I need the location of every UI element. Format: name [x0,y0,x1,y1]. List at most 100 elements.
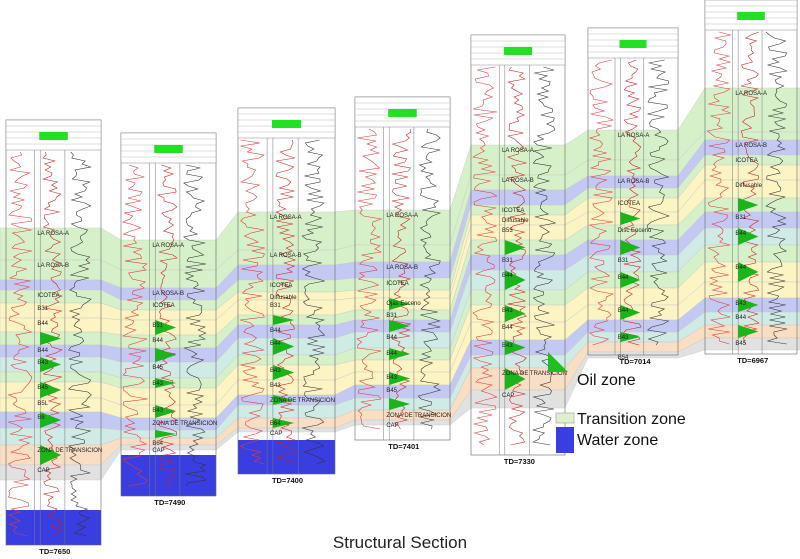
well-column: LA ROSA-ALA ROSA-BICOTEADiffusableB31B44… [237,107,336,485]
oil-sand-fill [155,320,177,335]
formation-label: ICOTEA [386,281,408,287]
oil-sand-fill [40,332,62,345]
formation-label: ZONA DE TRANSICION [386,413,451,419]
oil-sand-fill [504,305,526,322]
log-trace [121,164,148,487]
formation-label: B31 [618,258,629,264]
oil-sand-fill [155,378,177,388]
oil-sand-fill [40,382,62,398]
oil-sand-fill [40,445,62,465]
well-logs: LA ROSA-ALA ROSA-BICOTEAB31B44B44B43B45B… [5,0,798,556]
formation-label: B31 [37,306,48,312]
formation-label: LA ROSA-B [37,263,69,269]
td-label: TD=7400 [272,476,303,485]
formation-label: B31 [386,313,397,319]
formation-label: B43 [37,360,48,366]
oil-sand-fill [738,198,759,212]
water-zone-block [121,455,216,496]
well-column: LA ROSA-ALA ROSA-BICOTEADiffusableB31B44… [704,0,798,365]
formation-label: ICOTEA [270,283,292,289]
oil-sand-fill [504,270,526,290]
td-label: TD=7650 [39,547,70,556]
oil-sand-fill [389,298,411,310]
formation-label: LA ROSA-A [618,133,650,139]
oil-sand-fill [389,348,411,360]
oil-sand-fill [504,340,526,355]
td-label: TD=6967 [737,356,768,365]
formation-label: B31 [270,303,281,309]
formation-label: Disc Eoceno [618,228,652,234]
formation-label: ICOTEA [735,158,757,164]
formation-label: CAP [270,431,282,437]
oil-sand-fill [40,357,62,372]
formation-label: B44 [502,273,513,279]
formation-label: ZONA DE TRANSICION [152,421,217,427]
header-highlight [503,47,533,55]
formation-label: LA ROSA-A [735,91,767,97]
well-column: LA ROSA-ALA ROSA-BICOTEAB31B44B44B43B45B… [5,119,102,556]
well-column: LA ROSA-ALA ROSA-BICOTEADiffusableB53B31… [470,34,567,466]
oil-sand-fill [738,298,759,312]
log-trace [356,128,383,430]
formation-label: B44 [735,231,746,237]
formation-label: ZONA DE TRANSICION [270,398,335,404]
formation-label: B43 [270,383,281,389]
oil-sand-fill [272,395,295,405]
formation-label: B44 [37,348,48,354]
well-column: LA ROSA-A LA ROSA-B ICOTEA Ojas EocenoB31B4… [354,96,451,451]
log-trace [765,31,788,345]
formation-label: B64 [152,441,163,447]
log-trace [182,164,207,487]
header-highlight [388,109,417,117]
formation-label: LA ROSA-A [152,243,184,249]
td-label: TD=7014 [620,357,652,366]
well-column: LA ROSA-ALA ROSA-BICOTEAB31B44B45B43B43Z… [120,132,217,507]
log-trace [531,66,557,446]
formation-label: ZONA DE TRANSICION [502,371,567,377]
well-frame [704,0,798,355]
formation-label: LA ROSA-B [152,291,184,297]
header-highlight [154,145,183,153]
formation-label: Diffusable [502,218,529,224]
td-label: TD=7401 [388,442,419,451]
formation-label: B45 [386,388,397,394]
legend-oil-swatch [548,352,568,372]
formation-label: B44 [502,325,513,331]
oil-sand-fill [155,405,177,418]
oil-sand-fill [620,240,641,255]
oil-sand-fill [272,338,295,355]
oil-sand-fill [738,325,759,338]
formation-label: B44 [270,341,281,347]
formation-label: B44 [270,328,281,334]
legend-oil-zone-label: Oil zone [577,372,636,389]
formation-label: B44 [386,335,397,341]
formation-label: LA ROSA-A [386,213,418,219]
formation-label: B31 [502,258,513,264]
formation-label: Ojas Eoceno [386,301,421,307]
formation-label: B43 [152,381,163,387]
header-highlight [619,40,647,48]
log-trace [588,59,615,346]
formation-label: B44 [618,308,629,314]
log-trace [275,139,297,465]
log-trace [740,31,760,345]
log-trace [706,31,731,345]
oil-sand-fill [620,332,641,342]
oil-sand-fill [389,372,411,385]
formation-label: B43 [152,408,163,414]
formation-label: LA ROSA-B [386,265,418,271]
oil-sand-fill [504,240,526,255]
formation-label: B53 [502,228,513,234]
log-trace [417,128,442,430]
td-label: TD=7490 [154,498,185,507]
formation-label: LA ROSA-A [37,231,69,237]
formation-label: B64 [270,421,281,427]
td-label: TD=7330 [504,457,535,466]
formation-label: B44 [618,275,629,281]
formation-label: Diffusable [270,295,297,301]
legend-swatches [548,352,575,453]
formation-label: B6 [37,415,45,421]
formation-label: ICOTEA [618,201,640,207]
